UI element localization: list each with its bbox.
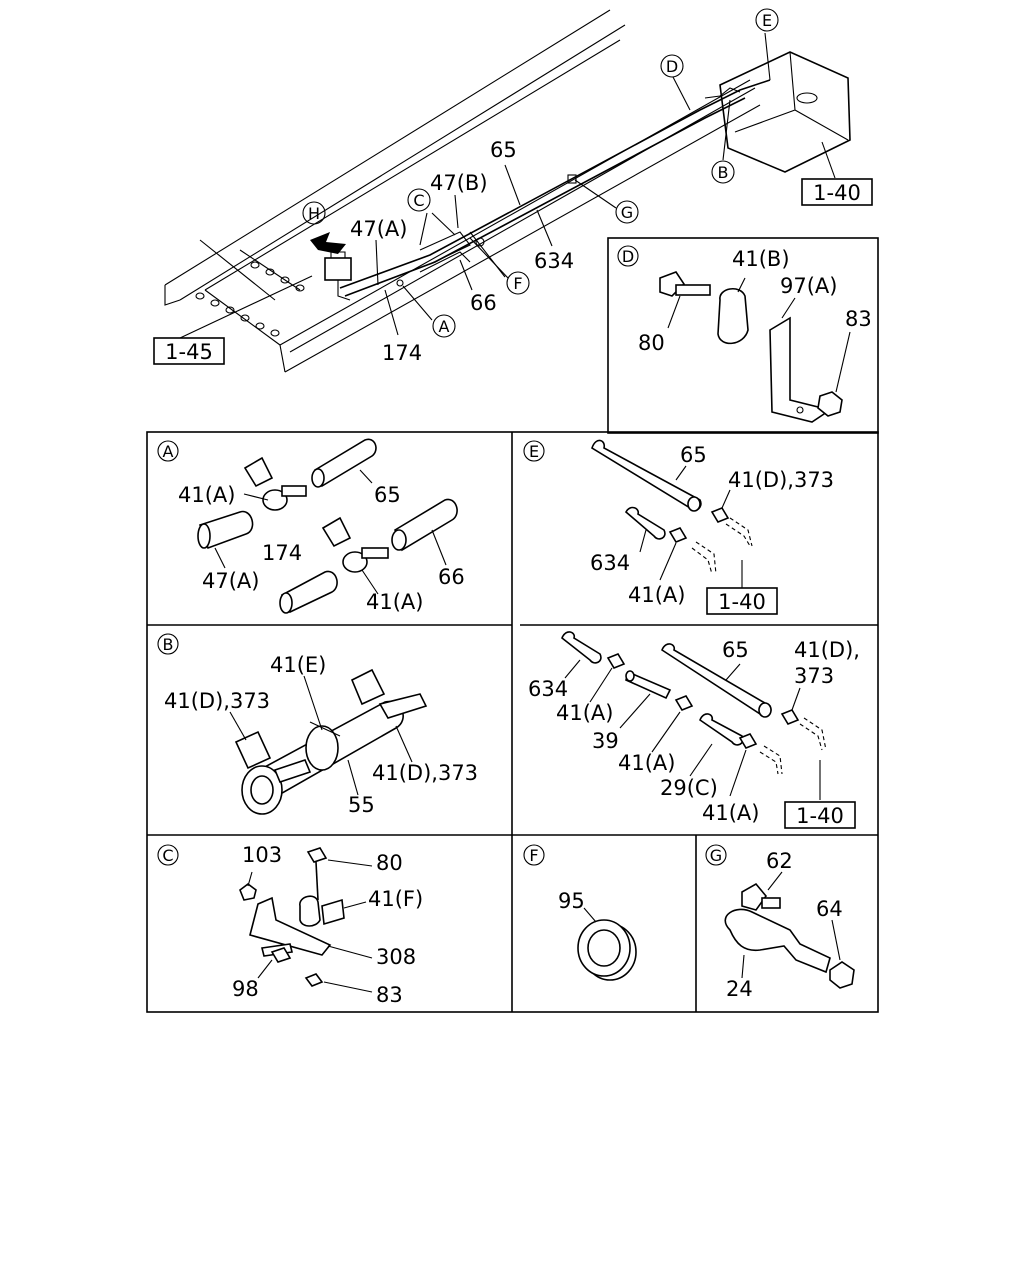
panel-e-41d: 41(D),373 <box>728 468 834 492</box>
panel-f-95: 95 <box>558 889 585 913</box>
panel-e2-41d-1: 41(D), <box>794 638 860 662</box>
panel-d: D 41(B) 97(A) 83 80 <box>607 237 879 434</box>
panel-e-41a: 41(A) <box>628 583 685 607</box>
panel-e: E 65 41(D),373 634 41(A) 1-40 <box>523 439 834 615</box>
label-47a: 47(A) <box>350 217 407 241</box>
panel-e2-41d-2: 373 <box>794 664 834 688</box>
circle-e: E <box>762 11 772 30</box>
panel-e-ref: 1-40 <box>718 590 766 614</box>
ref-1-40-main: 1-40 <box>813 181 861 205</box>
circle-d: D <box>666 57 678 76</box>
panel-a: A 41(A) 65 174 47(A) 66 41(A) <box>157 438 465 614</box>
circle-b: B <box>718 163 729 182</box>
panel-d-97a: 97(A) <box>780 274 837 298</box>
label-65: 65 <box>490 138 517 162</box>
panel-c-80: 80 <box>376 851 403 875</box>
panel-d-41b: 41(B) <box>732 247 790 271</box>
panel-a-66: 66 <box>438 565 465 589</box>
panel-d-circle: D <box>622 247 634 266</box>
panel-a-41a-bot: 41(A) <box>366 590 423 614</box>
panel-e2-39: 39 <box>592 729 619 753</box>
panel-g: G 62 64 24 <box>705 844 855 1001</box>
ref-1-45: 1-45 <box>165 340 213 364</box>
panel-a-174: 174 <box>262 541 302 565</box>
panel-b-41d-right: 41(D),373 <box>372 761 478 785</box>
circle-h: H <box>308 204 320 223</box>
panel-b-41d-left: 41(D),373 <box>164 689 270 713</box>
panel-grid <box>146 431 879 1013</box>
label-174: 174 <box>382 341 422 365</box>
panel-e-634: 634 <box>590 551 630 575</box>
panel-a-65: 65 <box>374 483 401 507</box>
label-634: 634 <box>534 249 574 273</box>
panel-g-64: 64 <box>816 897 843 921</box>
panel-e2-65: 65 <box>722 638 749 662</box>
panel-b-circle: B <box>163 635 174 654</box>
label-66: 66 <box>470 291 497 315</box>
panel-f: F 95 <box>523 844 637 981</box>
panel-g-62: 62 <box>766 849 793 873</box>
circle-g: G <box>621 203 633 222</box>
panel-e2-41a-3: 41(A) <box>702 801 759 825</box>
panel-f-circle: F <box>529 846 538 865</box>
panel-g-24: 24 <box>726 977 753 1001</box>
panel-a-circle: A <box>163 442 174 461</box>
panel-c-98: 98 <box>232 977 259 1001</box>
circle-c: C <box>413 191 424 210</box>
panel-c-41f: 41(F) <box>368 887 423 911</box>
panel-a-41a-top: 41(A) <box>178 483 235 507</box>
panel-g-circle: G <box>710 846 722 865</box>
panel-c-83: 83 <box>376 983 403 1007</box>
panel-e2-41a-2: 41(A) <box>618 751 675 775</box>
panel-e-variant: 634 65 41(D), 373 41(A) 39 41(A) 29(C) 4… <box>528 631 860 829</box>
circle-a: A <box>439 317 450 336</box>
panel-a-47a: 47(A) <box>202 569 259 593</box>
panel-d-83: 83 <box>845 307 872 331</box>
panel-e2-41a-1: 41(A) <box>556 701 613 725</box>
panel-c-circle: C <box>162 846 173 865</box>
panel-e-circle: E <box>529 442 539 461</box>
panel-c-103: 103 <box>242 843 282 867</box>
panel-e2-ref: 1-40 <box>796 804 844 828</box>
panel-d-80: 80 <box>638 331 665 355</box>
panel-c-308: 308 <box>376 945 416 969</box>
main-overview: H C A F G D E B 65 47(B) 47(A) 634 66 17… <box>153 8 873 373</box>
panel-b-41e: 41(E) <box>270 653 326 677</box>
label-47b: 47(B) <box>430 171 488 195</box>
panel-b: B 41(E) 41(D),373 41(D),373 55 <box>157 633 478 817</box>
panel-e2-634: 634 <box>528 677 568 701</box>
panel-e2-29c: 29(C) <box>660 776 718 800</box>
panel-b-55: 55 <box>348 793 375 817</box>
circle-f: F <box>513 274 522 293</box>
panel-e-65: 65 <box>680 443 707 467</box>
panel-c: C 103 80 41(F) 308 98 83 <box>157 843 423 1007</box>
